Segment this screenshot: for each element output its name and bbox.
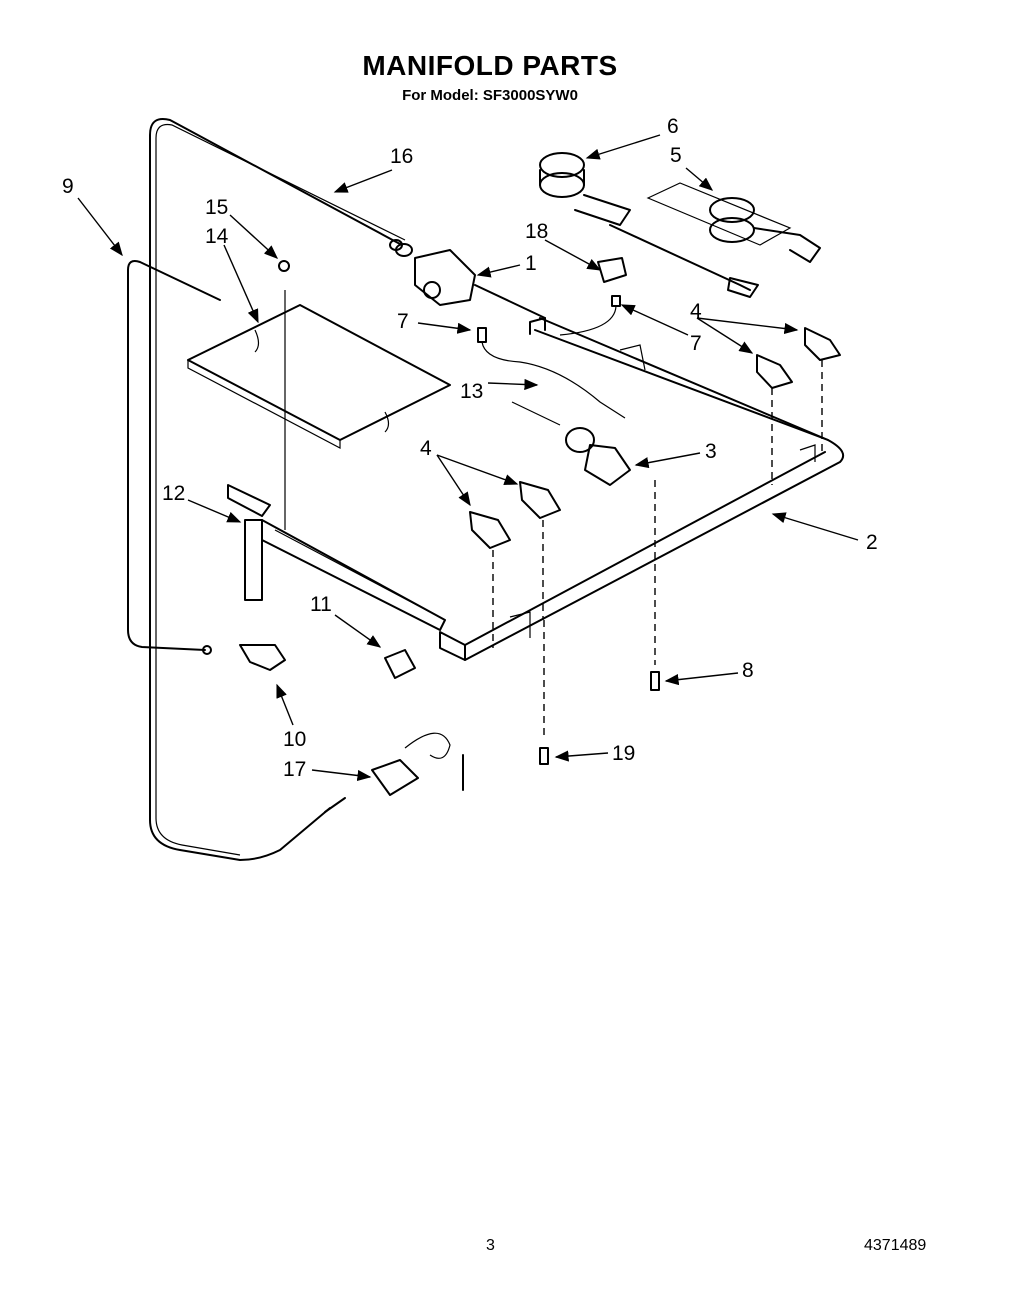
callout-5: 5	[670, 144, 682, 167]
leader-lines	[77, 134, 859, 782]
part-7-electrode	[477, 295, 626, 419]
part-9-gas-tube	[127, 118, 406, 861]
part-16-fitting	[389, 239, 413, 257]
callout-19: 19	[612, 742, 635, 765]
part-5-burner	[646, 182, 821, 263]
part-17-thermostat	[371, 732, 464, 796]
part-10-holder	[202, 644, 286, 671]
callout-1: 1	[525, 252, 537, 275]
part-4-orifice-right	[756, 327, 841, 485]
callout-7b: 7	[690, 332, 702, 355]
callout-9: 9	[62, 175, 74, 198]
part-6-burner	[539, 152, 759, 298]
part-4-orifice-left	[469, 481, 561, 648]
callout-15: 15	[205, 196, 228, 219]
part-13-thermocouple	[511, 317, 561, 426]
part-2-manifold-bar	[439, 317, 844, 661]
callout-4a: 4	[690, 300, 702, 323]
callout-7a: 7	[397, 310, 409, 333]
callout-6: 6	[667, 115, 679, 138]
document-number: 4371489	[864, 1237, 927, 1254]
part-11-bracket	[384, 649, 416, 679]
callout-8: 8	[742, 659, 754, 682]
callout-13: 13	[460, 380, 483, 403]
part-15-nut	[278, 260, 290, 272]
callout-18: 18	[525, 220, 548, 243]
page-title: MANIFOLD PARTS	[362, 50, 618, 81]
part-3-valve	[565, 427, 631, 486]
part-1-valve	[414, 249, 546, 319]
callout-14: 14	[205, 225, 229, 248]
callout-4b: 4	[420, 437, 432, 460]
part-8-screw	[650, 480, 660, 691]
callout-11: 11	[310, 593, 332, 616]
callout-10: 10	[283, 728, 306, 751]
callout-3: 3	[705, 440, 717, 463]
part-12-bake-burner	[227, 484, 446, 631]
part-14-shield	[187, 290, 451, 530]
page-number: 3	[486, 1237, 495, 1254]
callout-16: 16	[390, 145, 413, 168]
callout-labels: 1 2 3 4 4 5 6 7 7 8 9 10 11 12 13 14 15 …	[62, 115, 878, 781]
callout-17: 17	[283, 758, 306, 781]
part-19-screw	[539, 620, 549, 765]
model-subtitle: For Model: SF3000SYW0	[402, 87, 578, 104]
part-18-clip	[597, 257, 627, 283]
callout-2: 2	[866, 531, 878, 554]
callout-12: 12	[162, 482, 185, 505]
